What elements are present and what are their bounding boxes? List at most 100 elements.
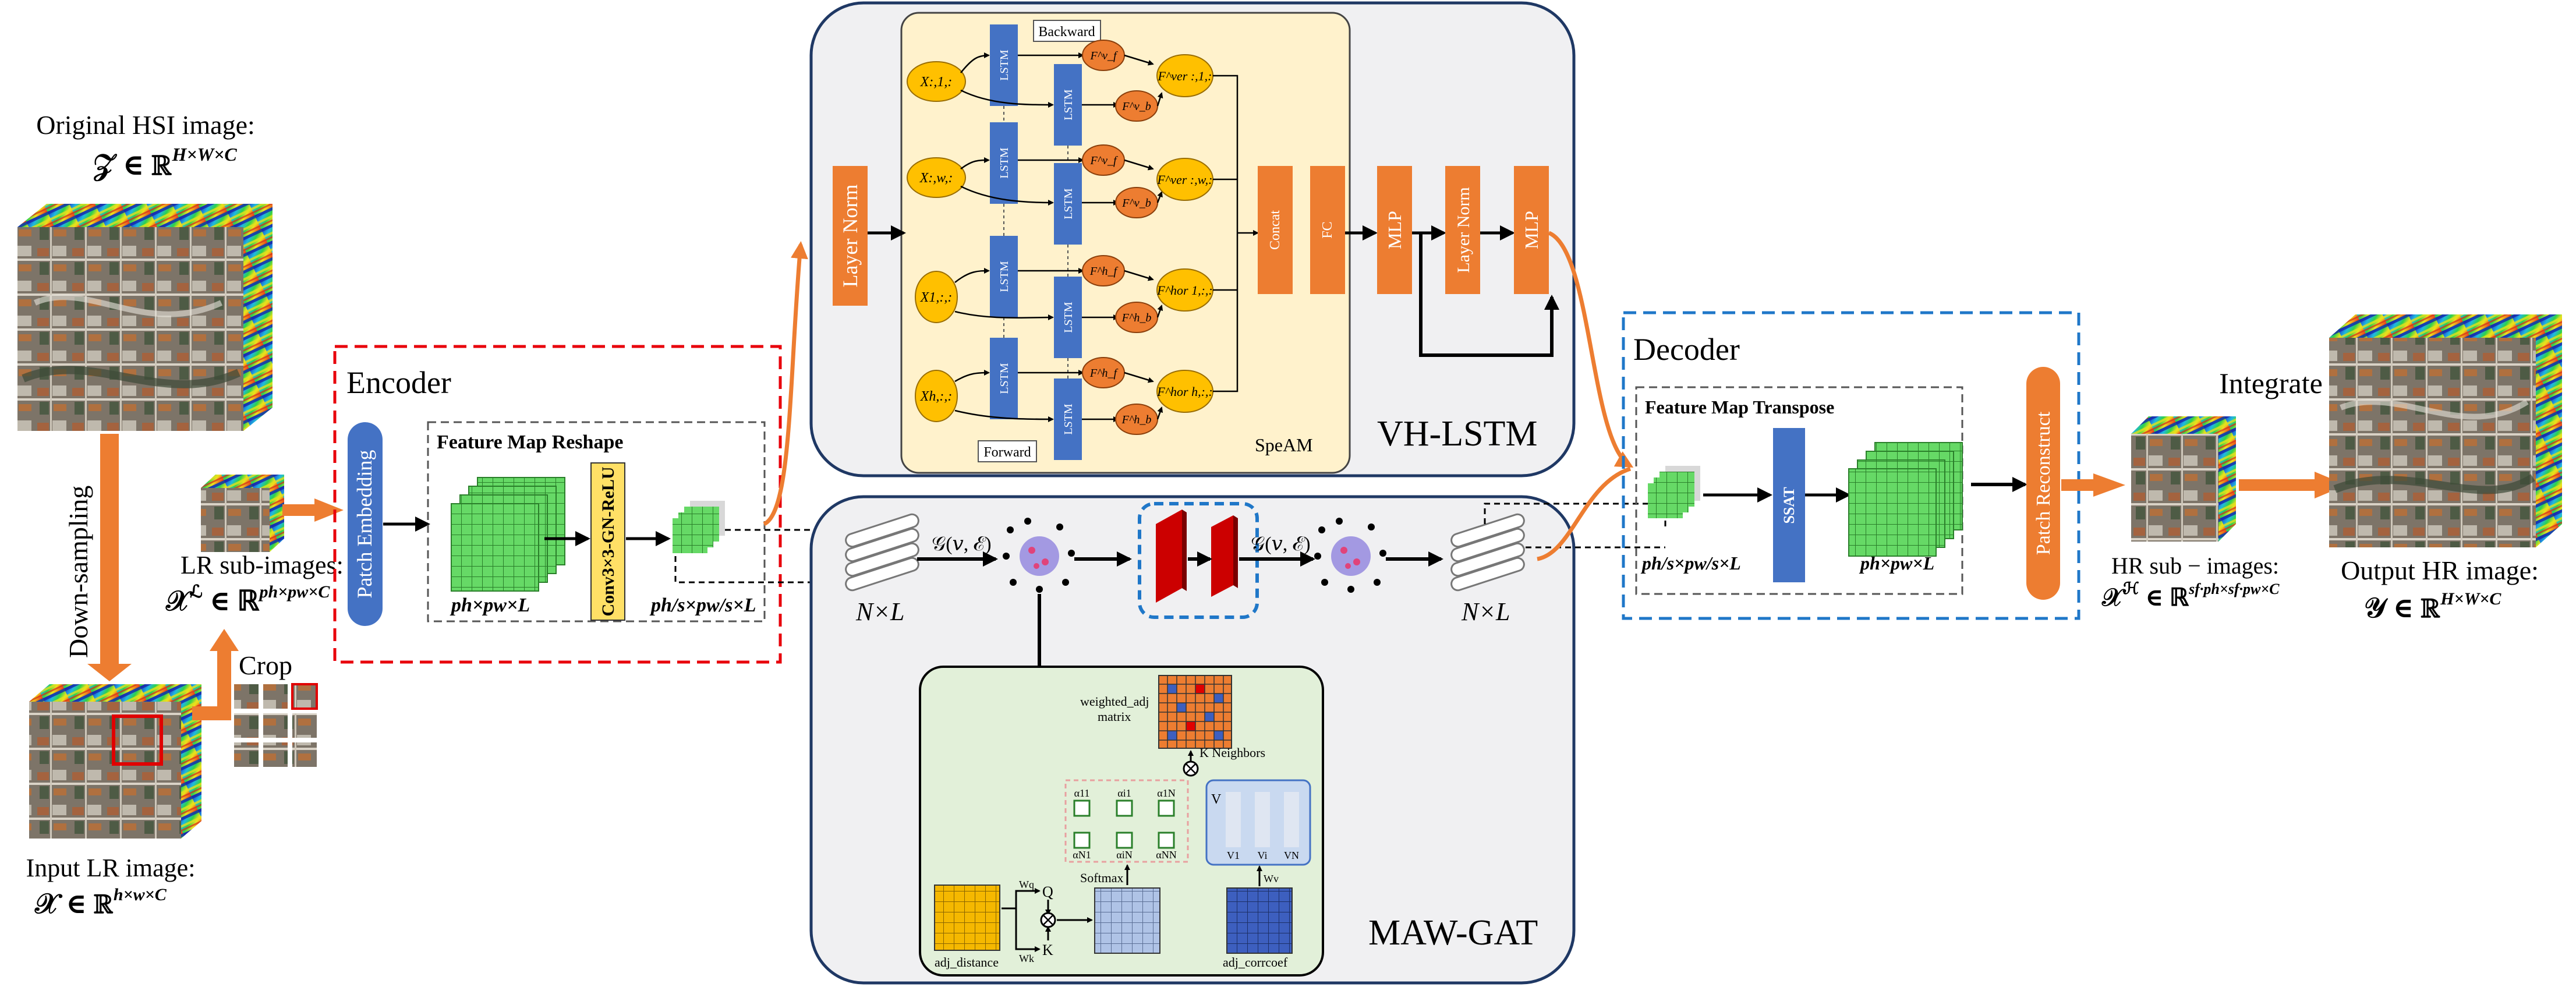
q-label: Q [1042, 883, 1053, 900]
x-node-label: Xh,:,: [920, 389, 953, 404]
fc-block [1310, 166, 1345, 294]
adj-corrcoef-matrix [1226, 887, 1293, 954]
f-small-label: F^h_b [1121, 312, 1152, 324]
encoder-to-lstm-arrow [763, 241, 808, 526]
lr-sub-formula: 𝒳ℒ ∈ ℝph×pw×C [165, 582, 330, 617]
graph-label-1: 𝒢(𝑣, ℰ) [932, 533, 992, 555]
downsampling-label: Down-sampling [63, 486, 93, 658]
layer-norm-2-label: Layer Norm [1454, 187, 1473, 273]
patch-reconstruct-label: Patch Reconstruct [2033, 411, 2054, 555]
output-hr-formula: 𝒴 ∈ ℝH×W×C [2364, 589, 2501, 624]
x-inputs [907, 61, 966, 422]
f-output-label: F^hor h,:,: [1156, 384, 1212, 399]
tokens-right [1450, 513, 1525, 592]
gat-layers [1156, 510, 1238, 603]
lstm-to-decoder-arrow [1548, 231, 1634, 468]
f-output-label: F^hor 1,:,: [1156, 283, 1212, 298]
gat-to-decoder-arrow [1537, 466, 1632, 561]
vh-lstm-title: VH-LSTM [1377, 414, 1538, 454]
lstm-block [1054, 277, 1082, 358]
lstm-label: LSTM [998, 49, 1011, 81]
hr-sub-formula: 𝒳ℋ ∈ ℝsf·ph×sf·pw×C [2101, 580, 2280, 611]
decoder-title: Decoder [1633, 332, 1740, 367]
encoder-dim-1: ph×pw×L [450, 595, 530, 616]
f-small-label: F^h_f [1089, 265, 1119, 278]
lstm-block [1054, 378, 1082, 460]
crop-arrow [192, 629, 239, 720]
f-output-label: F^ver :,w,: [1156, 172, 1212, 187]
patch-embedding-label: Patch Embedding [353, 450, 376, 599]
lstm-label: LSTM [1062, 188, 1075, 220]
feature-map-transpose-title: Feature Map Transpose [1645, 397, 1834, 418]
output-hr-title: Output HR image: [2341, 556, 2539, 585]
encoder-title: Encoder [346, 365, 451, 400]
k-neighbors-label: K Neighbors [1199, 745, 1265, 760]
lstm-label: LSTM [1062, 89, 1075, 121]
patch-reconstruct-block [2026, 367, 2060, 600]
x-node-label: X1,:,: [920, 290, 953, 305]
decoder-box [1622, 311, 2080, 620]
ssat-block [1773, 428, 1805, 582]
alpha-label: α11 [1074, 787, 1090, 799]
vi-label: Vi [1258, 850, 1268, 861]
lstm-block [990, 122, 1018, 204]
backward-box [1033, 20, 1101, 42]
decoder-cube-large [1848, 442, 1963, 557]
layer-norm-1-block [833, 166, 868, 306]
f-small-label: F^h_f [1089, 367, 1119, 380]
original-hsi-cube [17, 204, 273, 431]
encoder-dim-2: ph/s×pw/s×L [649, 595, 756, 616]
x-node-label: X:,w,: [919, 171, 953, 186]
encoder-to-graph-dashed-2 [674, 556, 862, 583]
matrix-label: matrix [1098, 709, 1131, 724]
feature-cube-large [451, 477, 565, 592]
conv-block [590, 462, 625, 621]
lr-sub-image-cube [201, 475, 284, 552]
feature-map-reshape-title: Feature Map Reshape [437, 431, 623, 453]
graph-label-2: 𝒢(𝑣, ℰ) [1251, 533, 1311, 555]
lstm-label: LSTM [998, 147, 1011, 179]
patch-embedding-block [348, 422, 383, 626]
k-label: K [1042, 942, 1053, 958]
wv-label: Wv [1264, 873, 1279, 885]
mlp-1-label: MLP [1384, 211, 1405, 249]
lstm-label: LSTM [998, 261, 1011, 292]
alpha-label: α1N [1157, 787, 1175, 799]
f-small-label: F^v_b [1121, 197, 1151, 210]
wk-label: Wk [1019, 953, 1034, 964]
nxl-left-label: N×L [855, 597, 905, 626]
cropped-tiles [234, 683, 318, 767]
spe-am-label: SpeAM [1255, 434, 1313, 455]
alpha-label: αN1 [1073, 849, 1091, 861]
f-small-label: F^v_f [1089, 154, 1118, 167]
tokens-left [845, 513, 919, 592]
mlp-1-block [1377, 166, 1412, 294]
lstm-block [990, 338, 1018, 419]
fc-label: FC [1320, 221, 1335, 238]
lstm-block [990, 24, 1018, 106]
alpha-label: αi1 [1117, 787, 1131, 799]
lr-to-encoder-arrow [282, 498, 344, 522]
input-lr-title: Input LR image: [26, 854, 196, 882]
weighted-adj-matrix [1158, 675, 1232, 749]
alpha-label: αiN [1116, 849, 1132, 861]
layer-norm-1-label: Layer Norm [838, 185, 862, 288]
f-small-label: F^v_b [1121, 100, 1151, 113]
decoder-cube-small [1648, 466, 1700, 518]
forward-box [978, 440, 1037, 462]
hr-sub-title: HR sub − images: [2111, 553, 2279, 579]
x-node-label: X:,1,: [920, 75, 953, 90]
concat-block [1258, 166, 1293, 294]
input-lr-cube [29, 684, 201, 839]
input-lr-formula: 𝒳 ∈ ℝh×w×C [34, 885, 167, 919]
v-label: V [1211, 792, 1222, 807]
integrate-label: Integrate [2219, 367, 2323, 399]
v1-label: V1 [1227, 850, 1240, 861]
concat-label: Concat [1268, 210, 1283, 250]
decoder-dim-1: ph/s×pw/s×L [1640, 553, 1741, 574]
forward-label: Forward [983, 445, 1031, 460]
nxl-right-label: N×L [1461, 597, 1510, 626]
alpha-grid-box [1064, 779, 1189, 863]
